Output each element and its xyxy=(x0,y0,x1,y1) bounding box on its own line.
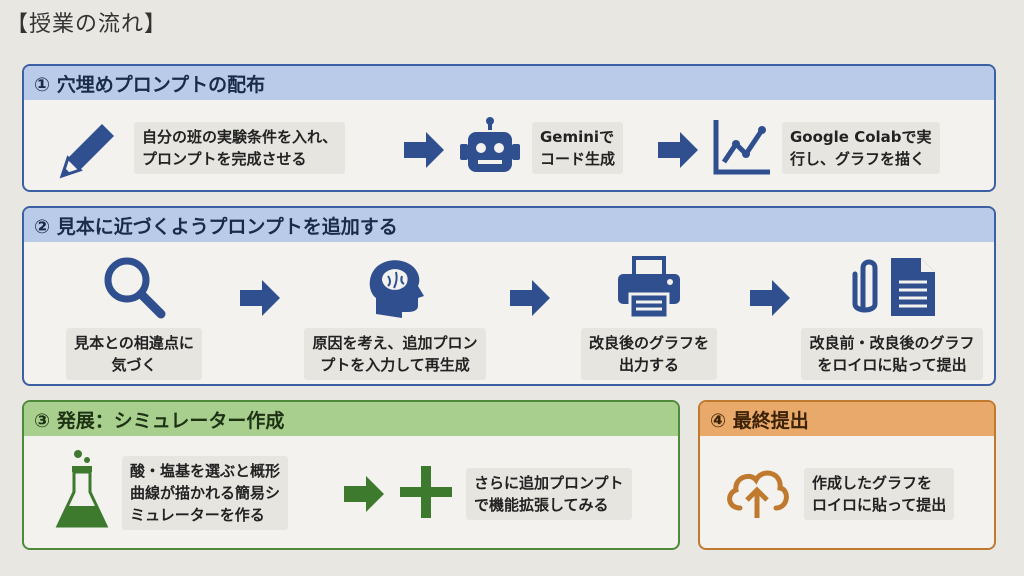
sec4-step1-text: 作成したグラフを ロイロに貼って提出 xyxy=(804,468,955,520)
plus-icon xyxy=(400,466,452,518)
arrow-right-icon xyxy=(240,280,280,316)
section-1: ① 穴埋めプロンプトの配布 自分の班の実験条件を入れ、 プロンプトを完成させる … xyxy=(22,64,996,192)
page-title: 【授業の流れ】 xyxy=(6,12,168,37)
sec2-step2-text: 原因を考え、追加プロン プトを入力して再生成 xyxy=(304,328,486,380)
sec1-step2-text: Geminiで コード生成 xyxy=(532,122,624,174)
cloud-upload-icon xyxy=(727,470,789,518)
sec3-step2-text: さらに追加プロンプト で機能拡張してみる xyxy=(466,468,632,520)
arrow-right-icon xyxy=(510,280,550,316)
sec1-step1-text: 自分の班の実験条件を入れ、 プロンプトを完成させる xyxy=(134,122,346,174)
section-3: ③ 発展：シミュレーター作成 酸・塩基を選ぶと概形 曲線が描かれる簡易シ ミュレ… xyxy=(22,400,680,550)
arrow-right-icon xyxy=(344,476,384,512)
section-1-title: ① 穴埋めプロンプトの配布 xyxy=(24,66,994,100)
line-chart-icon xyxy=(713,120,770,175)
sec2-step2: 原因を考え、追加プロン プトを入力して再生成 xyxy=(290,254,500,380)
section-4-title: ④ 最終提出 xyxy=(700,402,994,436)
section-3-title: ③ 発展：シミュレーター作成 xyxy=(24,402,678,436)
sec2-step4-text: 改良前・改良後のグラフ をロイロに貼って提出 xyxy=(801,328,983,380)
printer-icon xyxy=(618,256,680,320)
sec2-step4: 改良前・改良後のグラフ をロイロに貼って提出 xyxy=(792,254,992,380)
section-4: ④ 最終提出 作成したグラフを ロイロに貼って提出 xyxy=(698,400,996,550)
flask-icon xyxy=(55,450,109,528)
paperclip-document-icon xyxy=(852,258,935,316)
arrow-right-icon xyxy=(750,280,790,316)
brain-head-icon xyxy=(369,260,424,318)
section-2-title: ② 見本に近づくようプロンプトを追加する xyxy=(24,208,994,242)
section-2: ② 見本に近づくようプロンプトを追加する 見本との相違点に 気づく 原因を考え、… xyxy=(22,206,996,386)
sec2-step1-text: 見本との相違点に 気づく xyxy=(66,328,202,380)
arrow-right-icon xyxy=(404,132,444,168)
pencil-icon xyxy=(59,124,114,179)
robot-icon xyxy=(460,117,520,172)
magnifier-icon xyxy=(104,257,166,319)
sec3-step1-text: 酸・塩基を選ぶと概形 曲線が描かれる簡易シ ミュレーターを作る xyxy=(122,456,289,530)
sec2-step3-text: 改良後のグラフを 出力する xyxy=(580,328,717,380)
sec1-step3-text: Google Colabで実 行し、グラフを描く xyxy=(782,122,940,174)
arrow-right-icon xyxy=(658,132,698,168)
sec2-step3: 改良後のグラフを 出力する xyxy=(554,254,744,380)
sec2-step1: 見本との相違点に 気づく xyxy=(44,254,224,380)
